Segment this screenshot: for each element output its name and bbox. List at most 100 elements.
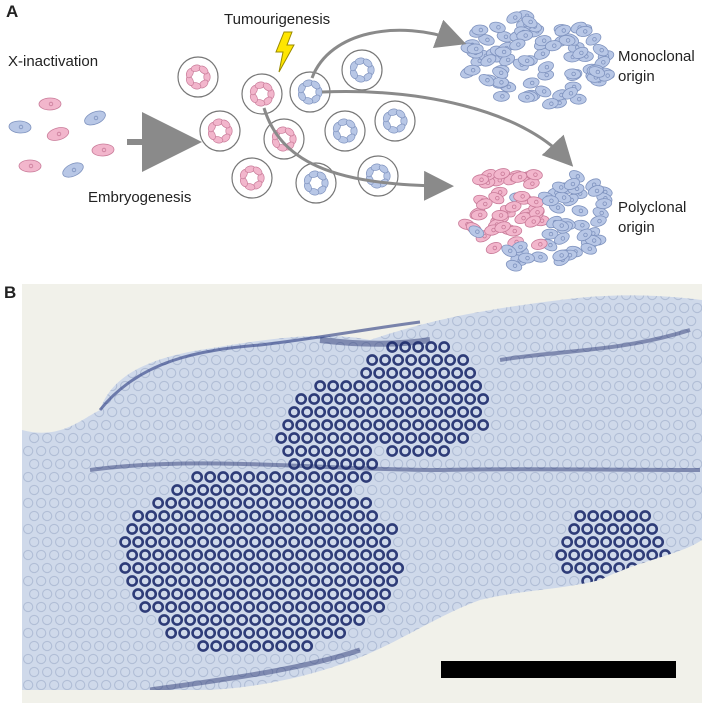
unstained-crypt — [686, 523, 697, 535]
monoclonal-line2: origin — [618, 68, 655, 85]
stained-crypt — [392, 354, 405, 366]
unstained-crypt — [114, 497, 125, 509]
unstained-crypt — [205, 679, 216, 690]
unstained-crypt — [562, 380, 573, 392]
unstained-crypt — [400, 523, 411, 535]
stained-crypt — [425, 393, 438, 405]
unstained-crypt — [81, 458, 92, 470]
unstained-crypt — [458, 458, 469, 470]
blue-cell — [522, 77, 540, 89]
unstained-crypt — [419, 458, 430, 470]
stained-crypt — [275, 432, 288, 444]
unstained-crypt — [133, 406, 144, 418]
stained-crypt — [438, 393, 451, 405]
stained-crypt — [158, 614, 171, 626]
unstained-crypt — [647, 367, 658, 379]
unstained-crypt — [660, 367, 671, 379]
stained-crypt — [347, 575, 360, 587]
unstained-crypt — [413, 575, 424, 587]
stained-crypt — [587, 510, 600, 522]
unstained-crypt — [686, 295, 697, 301]
unstained-crypt — [445, 458, 456, 470]
unstained-crypt — [536, 354, 547, 366]
unstained-crypt — [296, 341, 307, 353]
unstained-crypt — [81, 536, 92, 548]
stained-crypt — [223, 484, 236, 496]
stained-crypt — [197, 562, 210, 574]
unstained-crypt — [276, 406, 287, 418]
unstained-crypt — [543, 523, 554, 535]
stained-crypt — [269, 549, 282, 561]
stained-crypt — [340, 562, 353, 574]
unstained-crypt — [575, 432, 586, 444]
unstained-crypt — [601, 302, 612, 314]
unstained-crypt — [523, 484, 534, 496]
stained-crypt — [353, 536, 366, 548]
stained-crypt — [282, 627, 295, 639]
unstained-crypt — [387, 601, 398, 613]
unstained-crypt — [29, 510, 40, 522]
unstained-crypt — [153, 471, 164, 483]
unstained-crypt — [315, 354, 326, 366]
unstained-crypt — [179, 679, 190, 690]
unstained-crypt — [426, 575, 437, 587]
unstained-crypt — [458, 328, 469, 340]
unstained-crypt — [640, 484, 651, 496]
unstained-crypt — [68, 640, 79, 652]
unstained-crypt — [335, 653, 346, 665]
unstained-crypt — [140, 471, 151, 483]
unstained-crypt — [62, 471, 73, 483]
unstained-crypt — [673, 295, 684, 301]
stained-crypt — [165, 627, 178, 639]
stained-crypt — [418, 406, 431, 418]
unstained-crypt — [341, 640, 352, 652]
stained-crypt — [464, 419, 477, 431]
unstained-crypt — [660, 341, 671, 353]
unstained-crypt — [445, 588, 456, 600]
unstained-crypt — [601, 458, 612, 470]
stained-crypt — [282, 523, 295, 535]
unstained-crypt — [49, 445, 60, 457]
unstained-crypt — [198, 666, 209, 678]
stained-crypt — [360, 471, 373, 483]
unstained-crypt — [491, 393, 502, 405]
stained-crypt — [431, 432, 444, 444]
unstained-crypt — [458, 536, 469, 548]
unstained-crypt — [523, 432, 534, 444]
unstained-crypt — [302, 354, 313, 366]
unstained-crypt — [127, 653, 138, 665]
unstained-crypt — [692, 458, 702, 470]
unstained-crypt — [146, 458, 157, 470]
stained-crypt — [249, 562, 262, 574]
unstained-crypt — [276, 458, 287, 470]
unstained-crypt — [36, 445, 47, 457]
unstained-crypt — [49, 471, 60, 483]
clonality-diagram — [8, 10, 615, 272]
monoclonal-origin-label: Monoclonal origin — [618, 47, 695, 87]
unstained-crypt — [640, 406, 651, 418]
stained-crypt — [626, 536, 639, 548]
unstained-crypt — [582, 471, 593, 483]
unstained-crypt — [94, 614, 105, 626]
stained-crypt — [314, 484, 327, 496]
blue-cell — [588, 66, 606, 78]
stained-crypt — [633, 549, 646, 561]
unstained-crypt — [354, 484, 365, 496]
stained-crypt — [353, 458, 366, 470]
stained-crypt — [399, 445, 412, 457]
unstained-crypt — [536, 510, 547, 522]
unstained-crypt — [510, 354, 521, 366]
unstained-crypt — [601, 432, 612, 444]
stained-crypt — [262, 640, 275, 652]
stained-crypt — [178, 497, 191, 509]
unstained-crypt — [211, 432, 222, 444]
unstained-crypt — [517, 419, 528, 431]
stained-crypt — [392, 380, 405, 392]
blue-cell — [509, 38, 526, 51]
unstained-crypt — [367, 484, 378, 496]
blue-crypt — [357, 155, 399, 197]
unstained-crypt — [666, 380, 677, 392]
unstained-crypt — [621, 445, 632, 457]
stained-crypt — [145, 510, 158, 522]
